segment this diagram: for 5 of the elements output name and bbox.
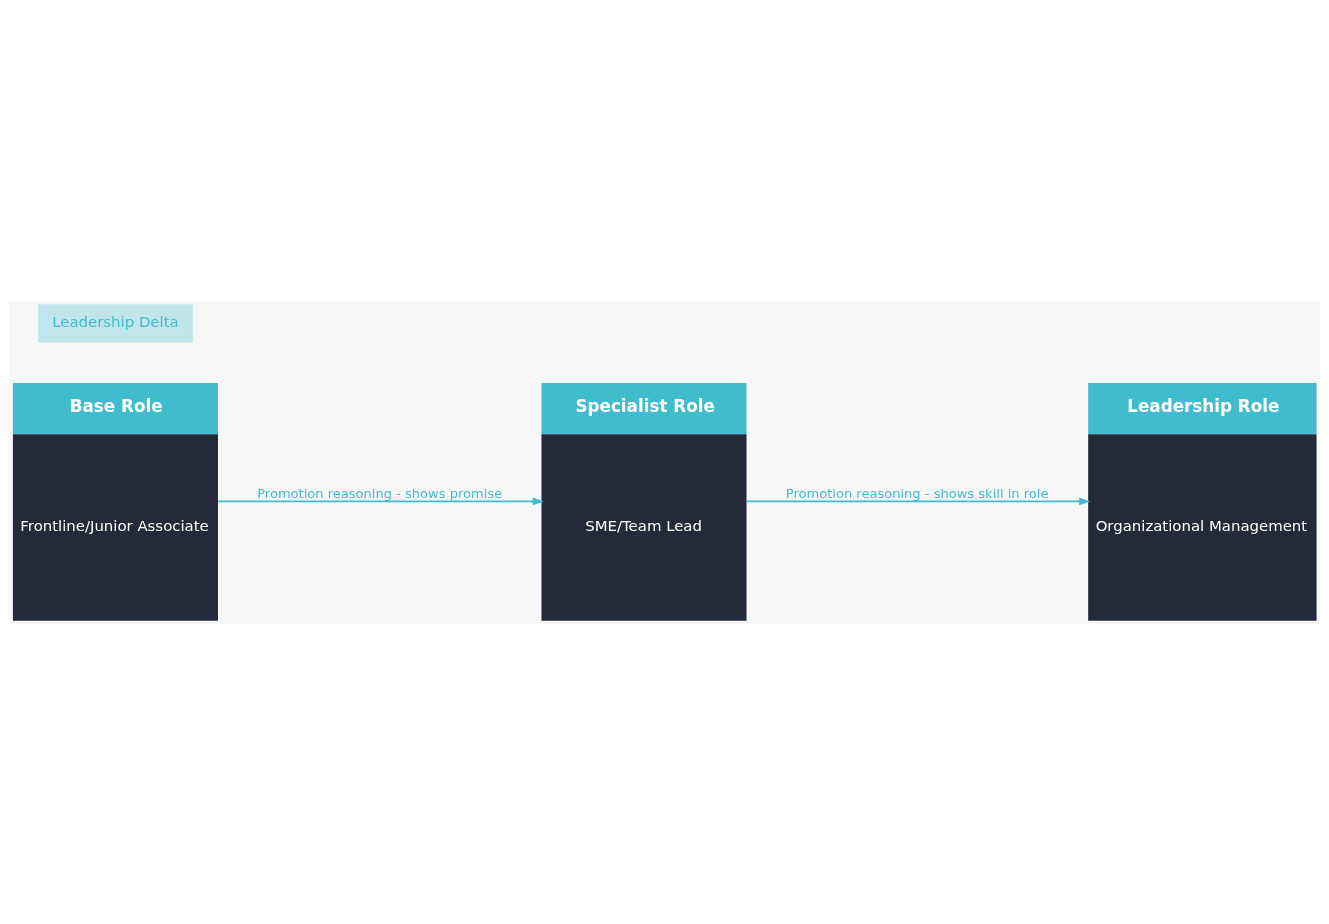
node-box: Leadership Delta bbox=[38, 303, 193, 342]
arrow bbox=[217, 497, 544, 505]
edge-label: Promotion reasoning - shows skill in role bbox=[785, 485, 1049, 501]
arrow bbox=[745, 497, 1091, 505]
edge-label: Promotion reasoning - shows promise bbox=[257, 485, 503, 501]
